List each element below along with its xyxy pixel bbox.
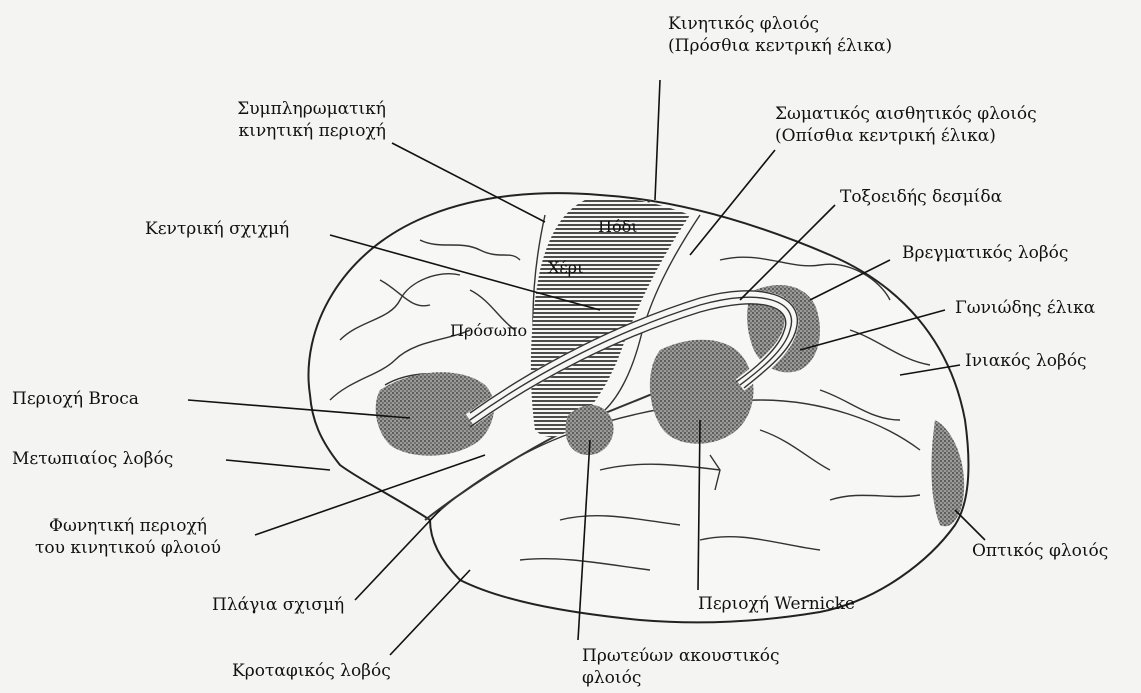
motor-cortex-label: Κινητικός φλοιός (Πρόσθια κεντρική έλικα… [668, 13, 892, 57]
temporal-label: Κροταφικός λοβός [232, 660, 391, 682]
somatosensory-label: Σωματικός αισθητικός φλοιός (Οπίσθια κεν… [775, 103, 1037, 147]
wernicke-label: Περιοχή Wernicke [698, 593, 855, 615]
arcuate-label: Τοξοειδής δεσμίδα [840, 186, 1002, 208]
supplementary-motor-label: Συμπληρωματική κινητική περιοχή [196, 98, 386, 142]
lateral-sulcus-label: Πλάγια σχισμή [212, 594, 344, 616]
parietal-label: Βρεγματικός λοβός [902, 242, 1068, 264]
angular-gyrus-label: Γωνιώδης έλικα [955, 297, 1095, 319]
occipital-label: Ινιακός λοβός [965, 350, 1087, 372]
central-sulcus-label: Κεντρική σχιχμή [145, 218, 289, 240]
wernicke-area [650, 340, 754, 444]
hand-label: Χέρι [548, 257, 583, 279]
frontal-label: Μετωπιαίος λοβός [12, 448, 173, 470]
foot-label: Πόδι [598, 216, 638, 238]
face-label: Πρόσωπο [450, 320, 527, 342]
visual-label: Οπτικός φλοιός [972, 540, 1108, 562]
broca-label: Περιοχή Broca [12, 388, 139, 410]
auditory-label: Πρωτεύων ακουστικός φλοιός [582, 645, 780, 689]
vocal-motor-label: Φωνητική περιοχή του κινητικού φλοιού [28, 515, 228, 559]
